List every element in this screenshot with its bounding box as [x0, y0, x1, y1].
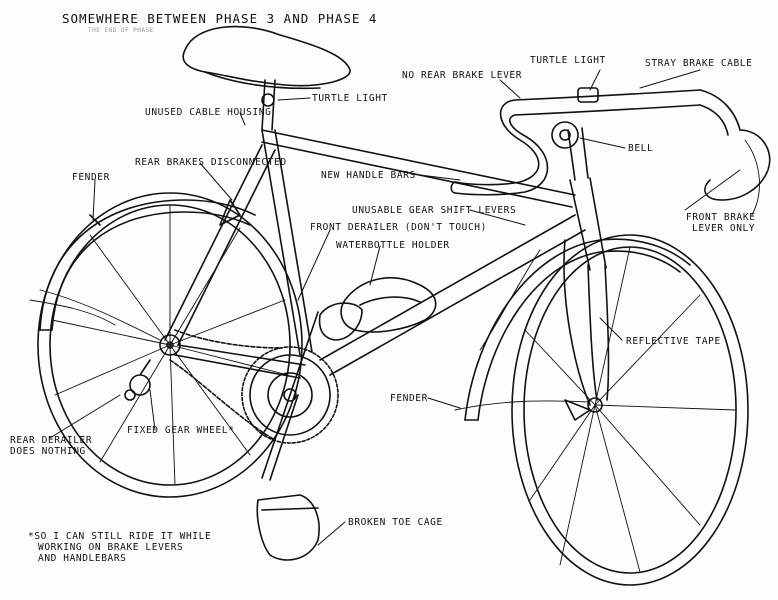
footnote-line-3: and handlebars [38, 553, 127, 564]
label-rear-derailer-2: does nothing [10, 446, 86, 457]
diagram-title: Somewhere between phase 3 and phase 4 [62, 11, 378, 26]
pedals [256, 302, 363, 561]
footnote-line-2: working on brake levers [38, 542, 184, 553]
label-broken-toe-cage: Broken toe cage [348, 517, 443, 528]
label-unused-cable-housing: Unused cable housing [145, 107, 272, 118]
label-rear-derailer-1: Rear derailer [10, 435, 93, 446]
label-rear-brakes-disconnected: Rear brakes disconnected [135, 157, 287, 168]
label-fender-rear: Fender [72, 172, 110, 183]
front-fender [464, 238, 691, 421]
label-front-brake-lever-only-2: lever only [692, 223, 756, 234]
label-turtle-light-top: Turtle light [530, 55, 606, 66]
bell-and-lights [261, 87, 599, 149]
label-turtle-light-seat: Turtle light [312, 93, 388, 104]
waterbottle-cage [340, 277, 437, 333]
footnote-line-1: *So I can still ride it while [28, 531, 212, 542]
frame [164, 129, 610, 406]
label-stray-brake-cable: Stray brake cable [645, 58, 753, 69]
brakes [219, 199, 591, 421]
front-wheel [511, 234, 749, 586]
rear-wheel [37, 192, 303, 498]
label-fender-front: Fender [390, 393, 428, 404]
crankset [169, 311, 339, 481]
handlebars [450, 89, 771, 201]
label-front-derailer: Front derailer (don't touch) [310, 222, 487, 233]
label-new-handlebars: New handle bars [321, 170, 416, 181]
label-fixed-gear-wheel: Fixed gear wheel* [127, 425, 235, 436]
cables [29, 139, 760, 411]
rear-derailleur [124, 359, 151, 401]
label-front-brake-lever-only-1: Front brake [686, 212, 756, 223]
rear-fender [39, 199, 256, 331]
label-no-rear-brake-lever: No rear brake lever [402, 70, 523, 81]
label-reflective-tape: Reflective tape [626, 336, 721, 347]
diagram-subtitle: the end of phase [88, 27, 154, 34]
leader-lines [49, 69, 741, 546]
label-waterbottle-holder: Waterbottle holder [336, 240, 450, 251]
label-bell: Bell [628, 143, 654, 154]
label-unusable-gear-shift-levers: Unusable gear shift levers [352, 205, 517, 216]
